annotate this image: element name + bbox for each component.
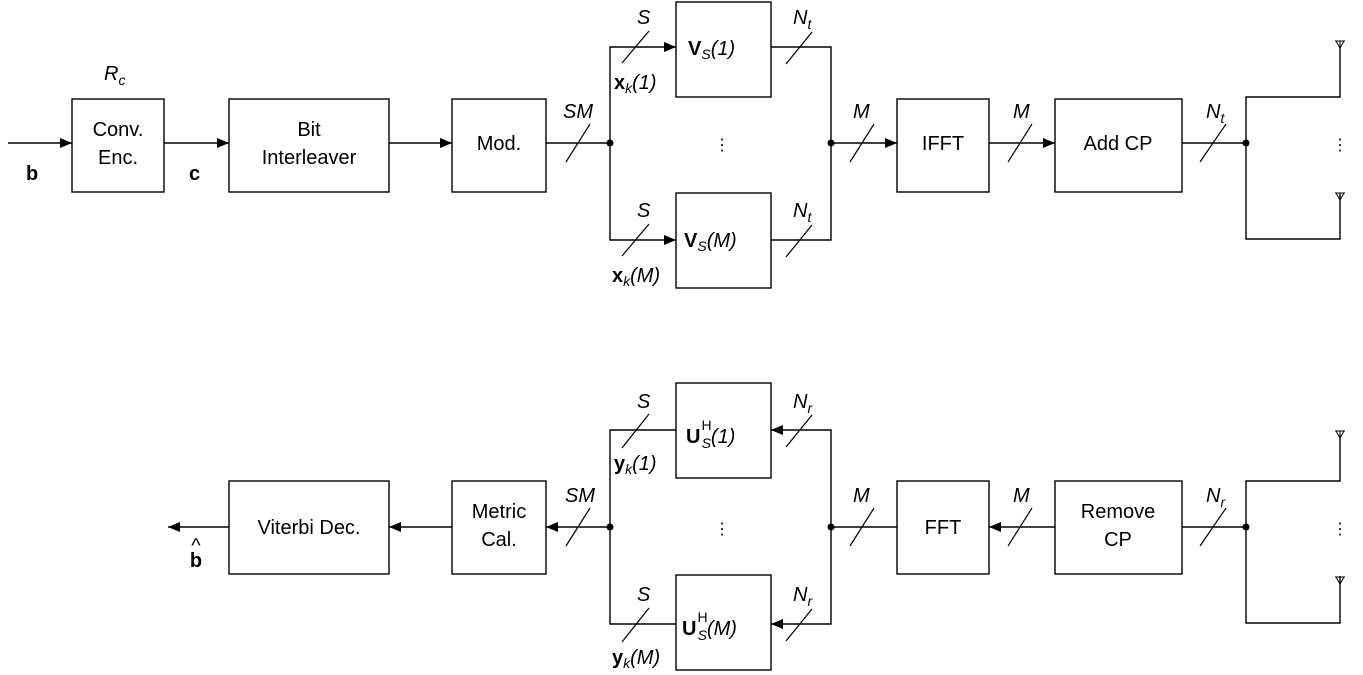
coded-bits-label: c <box>189 163 200 185</box>
v1-output-line <box>771 46 832 143</box>
branch-m-slash <box>621 223 650 257</box>
combiner-u1-block <box>675 382 772 479</box>
ifft-output-slash <box>1007 123 1033 163</box>
tx-antenna-m-icon <box>1335 192 1345 202</box>
bit-interleaver-label-2: Interleaver <box>262 147 357 169</box>
u1-output-slash <box>621 413 650 449</box>
to-metric-slash <box>565 507 591 547</box>
bit-interleaver-label-1: Bit <box>297 119 321 141</box>
um-input-line <box>771 527 832 629</box>
x1-label: xk(1) <box>614 72 657 96</box>
add-cp-output-slash <box>1199 123 1227 163</box>
decoded-output-hat: ^ <box>191 535 201 557</box>
conv-encoder-label-2: Enc. <box>98 147 138 169</box>
branch-m-line <box>609 143 676 245</box>
um-output-line <box>609 527 676 625</box>
um-output-width-label: S <box>637 584 651 606</box>
u1-input-width-label: Nr <box>793 391 813 416</box>
branch-1-slash <box>621 30 650 64</box>
branch-m-width-label: S <box>637 200 651 222</box>
metric-calc-label-2: Cal. <box>481 529 517 551</box>
metric-input-width-label: SM <box>565 485 595 507</box>
um-output-slash <box>621 607 650 643</box>
xm-label: xk(M) <box>612 265 660 289</box>
fft-input-width-label: M <box>1013 485 1030 507</box>
v1-output-slash <box>785 31 813 65</box>
remove-cp-label-1: Remove <box>1081 501 1155 523</box>
modulator-label: Mod. <box>477 133 521 155</box>
u1-input-slash <box>785 414 813 448</box>
ifft-label: IFFT <box>922 133 964 155</box>
vm-output-slash <box>785 224 813 258</box>
u1-output-width-label: S <box>637 391 651 413</box>
branch-1-width-label: S <box>637 7 651 29</box>
metric-calc-label-1: Metric <box>472 501 526 523</box>
rx-antenna-feed <box>1245 435 1341 624</box>
code-rate-label: Rc <box>104 63 125 88</box>
precoder-v1-label: VS(1) <box>688 38 735 62</box>
combiner-um-block <box>675 574 772 671</box>
tx-antenna-width-label: Nt <box>1206 101 1225 126</box>
to-remove-cp-slash <box>1199 507 1227 547</box>
to-ifft-width-label: M <box>853 101 870 123</box>
bit-interleaver-block <box>228 98 390 193</box>
rx-antenna-vdots: ⋮ <box>1332 521 1348 538</box>
rx-antenna-m-icon <box>1335 576 1345 586</box>
um-input-slash <box>785 608 813 642</box>
ifft-block <box>896 98 990 193</box>
transmitter-chain: b Rc Conv. Enc. c Bit Interleaver Mod. S… <box>8 1 1348 289</box>
to-fft-slash <box>1007 507 1033 547</box>
add-cp-label: Add CP <box>1084 133 1153 155</box>
u1-output-line <box>609 429 676 527</box>
remove-cp-block <box>1054 480 1183 575</box>
viterbi-label: Viterbi Dec. <box>257 517 360 539</box>
rx-antenna-1-icon <box>1335 430 1345 440</box>
precoder-vm-label: VS(M) <box>684 230 737 254</box>
rx-antenna-width-label: Nr <box>1206 485 1226 510</box>
fft-output-width-label: M <box>853 485 870 507</box>
to-ifft-slash <box>849 123 875 163</box>
conv-encoder-label-1: Conv. <box>93 119 144 141</box>
ym-label: yk(M) <box>612 647 660 671</box>
mod-output-slash <box>565 123 591 163</box>
rx-branch-vdots: ⋮ <box>714 521 730 538</box>
um-input-width-label: Nr <box>793 584 813 609</box>
precoder-v1-block <box>675 1 772 98</box>
tx-antenna-vdots: ⋮ <box>1332 137 1348 154</box>
tx-antenna-feed <box>1245 47 1341 240</box>
decoded-output-label: b <box>190 550 202 572</box>
mod-output-width-label: SM <box>563 101 593 123</box>
conv-encoder-block <box>71 98 165 193</box>
u1-input-line <box>771 425 832 527</box>
fft-block <box>896 480 990 575</box>
branch-1-line <box>609 42 676 143</box>
v1-output-width-label: Nt <box>793 7 812 32</box>
metric-calc-block <box>451 480 547 575</box>
viterbi-block <box>228 480 390 575</box>
branch-vdots: ⋮ <box>714 137 730 154</box>
y1-label: yk(1) <box>614 453 657 477</box>
precoder-vm-block <box>675 192 772 289</box>
add-cp-block <box>1054 98 1183 193</box>
vm-output-width-label: Nt <box>793 200 812 225</box>
remove-cp-label-2: CP <box>1104 529 1132 551</box>
ifft-output-width-label: M <box>1013 101 1030 123</box>
tx-antenna-1-icon <box>1335 40 1345 50</box>
modulator-block <box>451 98 547 193</box>
fft-label: FFT <box>925 517 962 539</box>
vm-output-line <box>771 143 832 241</box>
fft-output-slash <box>849 507 875 547</box>
input-bits-label: b <box>26 163 38 185</box>
